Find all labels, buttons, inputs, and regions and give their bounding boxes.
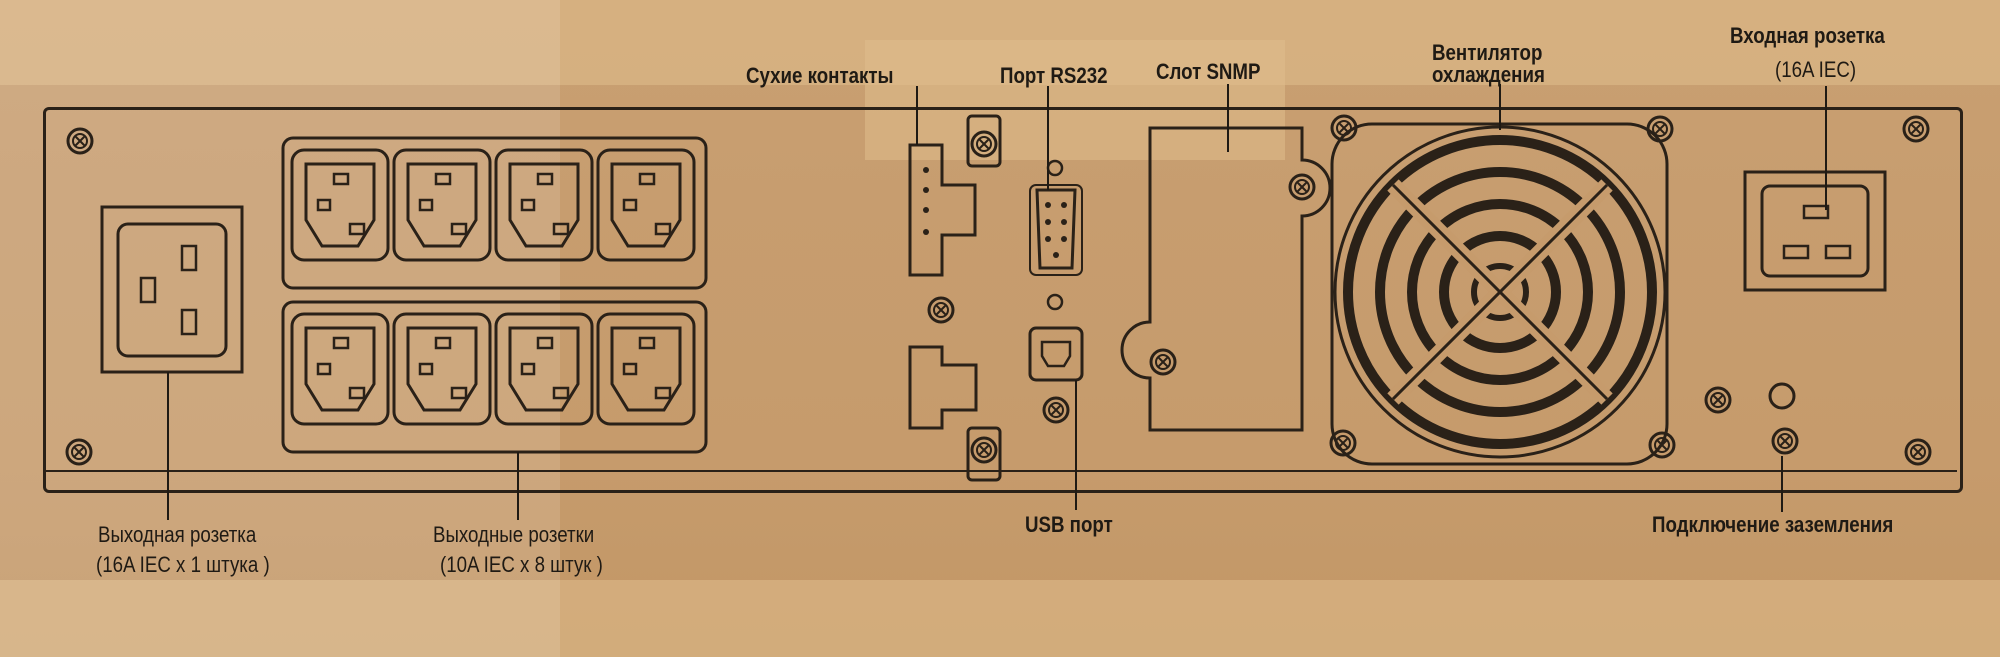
screw-icon: [66, 127, 94, 155]
ups-rear-panel: [43, 107, 1963, 493]
fan-label-line2: охлаждения: [1432, 62, 1545, 87]
screw-icon: [1648, 431, 1676, 459]
iec-c13-outlet-icon: [596, 148, 696, 262]
usb-b-port-icon: [1028, 326, 1084, 382]
screw-icon: [1704, 386, 1732, 414]
packing-tape-bottom: [0, 580, 2000, 657]
screw-icon: [65, 438, 93, 466]
db9-port-icon: [1029, 159, 1083, 311]
iec-c19-outlet-icon: [100, 205, 244, 374]
iec-c13-outlet-icon: [494, 312, 594, 426]
iec-c13-outlet-icon: [494, 148, 594, 262]
output16-label-line1: Выходная розетка: [98, 522, 257, 547]
input-socket-label-line1: Входная розетка: [1730, 23, 1885, 48]
usb-port-label: USB порт: [1025, 512, 1113, 537]
bracket-top: [966, 114, 1002, 168]
screw-icon: [1771, 427, 1799, 455]
fan-label-line1: Вентилятор: [1432, 40, 1543, 65]
snmp-slot: [1120, 126, 1332, 432]
iec-c13-outlet-icon: [392, 148, 492, 262]
screw-icon: [1902, 115, 1930, 143]
rj45-port-icon: [908, 345, 978, 430]
input-socket-label-line2: (16A IEC): [1775, 57, 1857, 82]
bracket-bottom: [966, 426, 1002, 482]
iec-c13-outlet-icon: [290, 312, 390, 426]
iec-c13-outlet-icon: [290, 148, 390, 262]
screw-icon: [1149, 348, 1177, 376]
fan-grill-icon: [1330, 122, 1669, 466]
screw-icon: [1288, 173, 1316, 201]
ground-label: Подключение заземления: [1652, 512, 1894, 537]
screw-icon: [970, 436, 998, 464]
c13-outlet-group: [281, 136, 708, 454]
output10-label-line2: (10A IEC x 8 штук ): [440, 552, 603, 577]
screw-icon: [1904, 438, 1932, 466]
screw-icon: [1646, 115, 1674, 143]
screw-icon: [927, 296, 955, 324]
output10-label-line1: Выходные розетки: [433, 522, 595, 547]
ground-terminal-icon: [1768, 382, 1796, 410]
screw-icon: [970, 130, 998, 158]
output16-label-line2: (16A IEC x 1 штука ): [96, 552, 270, 577]
dry-contacts-label: Сухие контакты: [746, 63, 894, 88]
iec-c20-inlet-icon: [1743, 170, 1887, 292]
rs232-port-label: Порт RS232: [1000, 63, 1108, 88]
packing-tape-center: [865, 40, 1285, 160]
terminal-block-icon: [908, 143, 977, 277]
iec-c13-outlet-icon: [392, 312, 492, 426]
screw-icon: [1042, 396, 1070, 424]
iec-c13-outlet-icon: [596, 312, 696, 426]
snmp-slot-label: Слот SNMP: [1156, 59, 1261, 84]
